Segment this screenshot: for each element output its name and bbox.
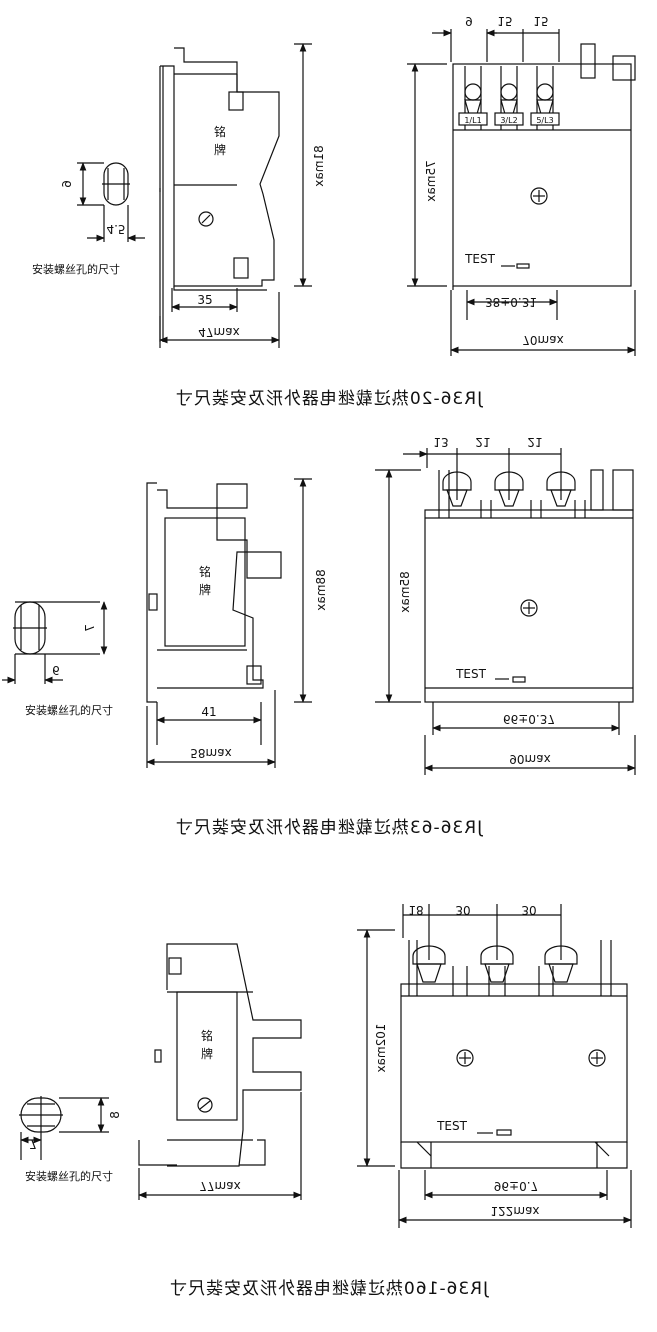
- jr63-pitch-b: 21: [475, 435, 490, 449]
- jr160-pitch-c: 30: [521, 903, 536, 917]
- jr63-caption: JR36-63热过载继电器外形及安装尺寸: [174, 818, 483, 838]
- jr160-side-max: 77max: [199, 1179, 240, 1193]
- jr160-pitch-a: 18: [408, 903, 423, 917]
- jr20-front-mount: 38±0.31: [485, 295, 537, 309]
- jr20-pitch-b: 15: [497, 14, 512, 28]
- jr63-hole-width: 6: [52, 663, 60, 677]
- nameplate-char-1: 铭: [201, 1028, 213, 1043]
- nameplate-char-2: 牌: [201, 1047, 213, 1061]
- jr20-hole-width: 4.5: [106, 222, 125, 236]
- jr160-hole-width: 7: [29, 1137, 37, 1151]
- jr160-nameplate: 铭牌: [201, 1028, 213, 1061]
- jr63-side-height: 88max: [314, 569, 328, 610]
- jr160-terminal-screws: [412, 945, 578, 983]
- jr20-caption: JR36-20热过载继电器外形及安装尺寸: [174, 389, 483, 409]
- nameplate-char-1: 铭: [214, 124, 226, 139]
- jr20-pitch-a: 9: [465, 14, 473, 28]
- jr63-side-view: 41 58max 88max 铭牌: [146, 478, 328, 768]
- jr63-terminal-screws: [442, 471, 576, 507]
- jr20-terminal-2: 3/L2: [500, 116, 517, 125]
- jr63-hole-detail: 6 7 安装螺丝孔的尺寸: [2, 601, 113, 717]
- jr63-test-label: TEST: [455, 667, 487, 681]
- jr20-side-view: 35 47max 81max 铭牌: [159, 43, 326, 348]
- jr20-nameplate: 铭牌: [214, 124, 226, 157]
- jr20-front-height: 75max: [424, 160, 438, 201]
- jr160-front-mount: 96±0.7: [494, 1179, 538, 1193]
- nameplate-char-2: 牌: [214, 143, 226, 157]
- jr63-front-height: 85max: [398, 571, 412, 612]
- jr20-terminal-screws: [464, 83, 554, 115]
- jr20-side-height: 81max: [312, 145, 326, 186]
- jr20-front-max: 70max: [522, 333, 563, 347]
- jr160-caption: JR36-160热过载继电器外形及安装尺寸: [168, 1279, 489, 1299]
- jr160-front-view: TEST 18 30 30 102max 96±0.7 122max: [357, 903, 632, 1228]
- jr160-hole-detail: 7 8 安装螺丝孔的尺寸: [19, 1096, 122, 1183]
- nameplate-char-1: 铭: [199, 564, 211, 579]
- jr63-nameplate: 铭牌: [199, 564, 211, 597]
- jr63-pitch-c: 21: [527, 435, 542, 449]
- jr160-hole-height: 8: [108, 1111, 122, 1119]
- jr20-terminal-1: 1/L1: [464, 116, 481, 125]
- jr160-test-label: TEST: [436, 1119, 468, 1133]
- jr63-front-max: 90max: [509, 752, 550, 766]
- jr160-pitch-b: 30: [455, 903, 470, 917]
- jr20-hole-detail: 4.5 6 安装螺丝孔的尺寸: [32, 162, 145, 276]
- jr63-hole-height: 7: [83, 624, 97, 632]
- jr160-hole-label: 安装螺丝孔的尺寸: [25, 1169, 113, 1183]
- jr20-hole-label: 安装螺丝孔的尺寸: [32, 262, 120, 276]
- jr20-pitch-c: 15: [533, 14, 548, 28]
- jr160-front-max: 122max: [490, 1204, 539, 1218]
- jr63-hole-label: 安装螺丝孔的尺寸: [25, 703, 113, 717]
- jr63-front-mount: 66±0.37: [503, 712, 555, 726]
- jr20-front-view: 1/L1 3/L2 5/L3 TEST 9 15 15 75max 38±0.3…: [407, 14, 636, 356]
- jr63-pitch-a: 13: [433, 435, 448, 449]
- jr20-side-width: 35: [197, 293, 212, 307]
- jr160-front-height: 102max: [374, 1023, 388, 1072]
- jr63-front-view: TEST 13 21 21 85max 66±0.37 90max: [375, 435, 636, 775]
- jr63-side-width: 41: [201, 705, 216, 719]
- jr63-side-max: 58max: [190, 746, 231, 760]
- jr20-hole-height: 6: [60, 180, 74, 188]
- jr20-side-max: 47max: [198, 325, 239, 339]
- jr20-terminal-3: 5/L3: [536, 116, 553, 125]
- nameplate-char-2: 牌: [199, 583, 211, 597]
- jr160-side-view: 77max 铭牌: [138, 943, 302, 1200]
- jr20-test-label: TEST: [464, 252, 496, 266]
